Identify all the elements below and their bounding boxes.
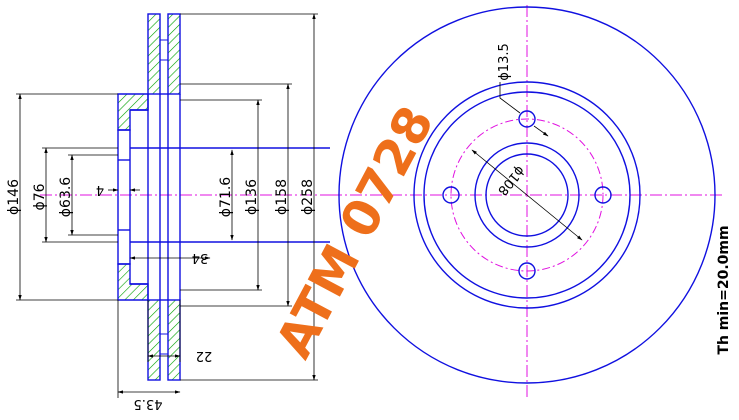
bolt-hole-right	[594, 186, 612, 204]
pcd-label: ϕ108	[494, 163, 527, 198]
friction-plate-left	[147, 13, 161, 381]
dim-34: 34	[192, 250, 209, 265]
bolt-hole-leader	[499, 82, 549, 137]
dim-d146: ϕ146	[6, 179, 22, 215]
front-view: ϕ13.5 ϕ108 Th min=20.0mm	[330, 5, 732, 400]
thickness-note: Th min=20.0mm	[716, 225, 732, 354]
pcd-leader	[471, 149, 583, 241]
dim-d71-6: ϕ71.6	[218, 177, 234, 218]
section-dimension-lines	[16, 13, 318, 398]
bolt-hole-left	[442, 186, 460, 204]
disc-outer-edge	[338, 6, 716, 384]
dim-d76: ϕ76	[32, 183, 48, 210]
friction-plate-right	[167, 13, 181, 381]
dim-d158: ϕ158	[274, 179, 290, 215]
dim-d63-6: ϕ63.6	[58, 177, 74, 218]
vent-vanes	[160, 39, 168, 355]
friction-inner-edge	[413, 81, 641, 309]
pcd-circle	[450, 118, 604, 272]
dim-43-5: 43.5	[134, 396, 163, 411]
dim-d136: ϕ136	[244, 179, 260, 215]
watermark-text: ATM 0728	[265, 97, 445, 367]
bolt-hole-bottom	[518, 262, 536, 280]
dim-22: 22	[196, 348, 213, 363]
dim-d258: ϕ258	[300, 179, 316, 215]
hub-section	[117, 93, 330, 301]
section-view: ϕ146 ϕ76 ϕ63.6 ϕ71.6 ϕ136 ϕ158 ϕ258 4 34…	[6, 13, 330, 411]
bolt-hole-top	[518, 110, 536, 128]
bolt-hole-label: ϕ13.5	[497, 43, 512, 81]
hat-outer-edge	[423, 91, 631, 299]
dim-4: 4	[96, 182, 104, 197]
